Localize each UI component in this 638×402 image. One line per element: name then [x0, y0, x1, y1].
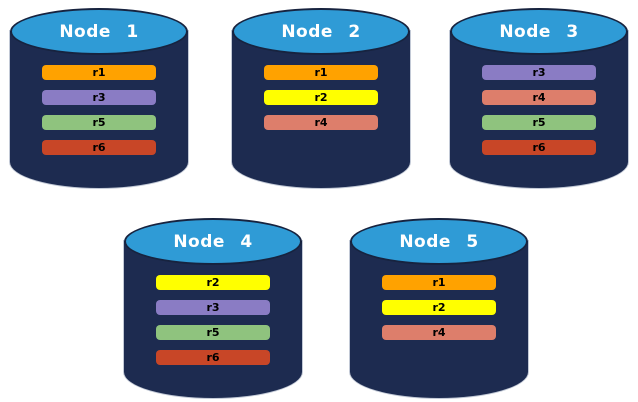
node-1-top-ellipse: Node 1: [10, 8, 188, 55]
node-4-cylinder: Node 4 r2 r3 r5 r6: [124, 218, 302, 398]
replica-bar-r4: r4: [482, 90, 596, 105]
replica-bar-r1: r1: [264, 65, 378, 80]
replica-bar-r2: r2: [264, 90, 378, 105]
node-2-cylinder: Node 2 r1 r2 r4: [232, 8, 410, 188]
node-4-top-ellipse: Node 4: [124, 218, 302, 265]
node-2-title: Node 2: [281, 21, 361, 42]
replica-bar-r6: r6: [482, 140, 596, 155]
replica-bar-r2: r2: [156, 275, 270, 290]
node-3-top-ellipse: Node 3: [450, 8, 628, 55]
node-4-title: Node 4: [173, 231, 253, 252]
node-2-body: [232, 31, 410, 188]
node-5-replica-list: r1 r2 r4: [382, 275, 496, 340]
replica-bar-r5: r5: [42, 115, 156, 130]
node-5-body: [350, 241, 528, 398]
node-1-replica-list: r1 r3 r5 r6: [42, 65, 156, 155]
node-3-replica-list: r3 r4 r5 r6: [482, 65, 596, 155]
replica-bar-r3: r3: [156, 300, 270, 315]
node-3-cylinder: Node 3 r3 r4 r5 r6: [450, 8, 628, 188]
replica-bar-r6: r6: [156, 350, 270, 365]
node-4-body: [124, 241, 302, 398]
node-1-cylinder: Node 1 r1 r3 r5 r6: [10, 8, 188, 188]
replica-bar-r3: r3: [482, 65, 596, 80]
node-5-cylinder: Node 5 r1 r2 r4: [350, 218, 528, 398]
node-4-replica-list: r2 r3 r5 r6: [156, 275, 270, 365]
replica-bar-r3: r3: [42, 90, 156, 105]
replica-bar-r1: r1: [42, 65, 156, 80]
node-3-title: Node 3: [499, 21, 579, 42]
replica-bar-r1: r1: [382, 275, 496, 290]
replica-bar-r2: r2: [382, 300, 496, 315]
node-2-top-ellipse: Node 2: [232, 8, 410, 55]
node-2-replica-list: r1 r2 r4: [264, 65, 378, 130]
replica-bar-r6: r6: [42, 140, 156, 155]
node-3-body: [450, 31, 628, 188]
node-1-title: Node 1: [59, 21, 139, 42]
replica-bar-r4: r4: [382, 325, 496, 340]
node-1-body: [10, 31, 188, 188]
node-5-title: Node 5: [399, 231, 479, 252]
node-5-top-ellipse: Node 5: [350, 218, 528, 265]
replica-bar-r4: r4: [264, 115, 378, 130]
replica-bar-r5: r5: [482, 115, 596, 130]
replica-bar-r5: r5: [156, 325, 270, 340]
